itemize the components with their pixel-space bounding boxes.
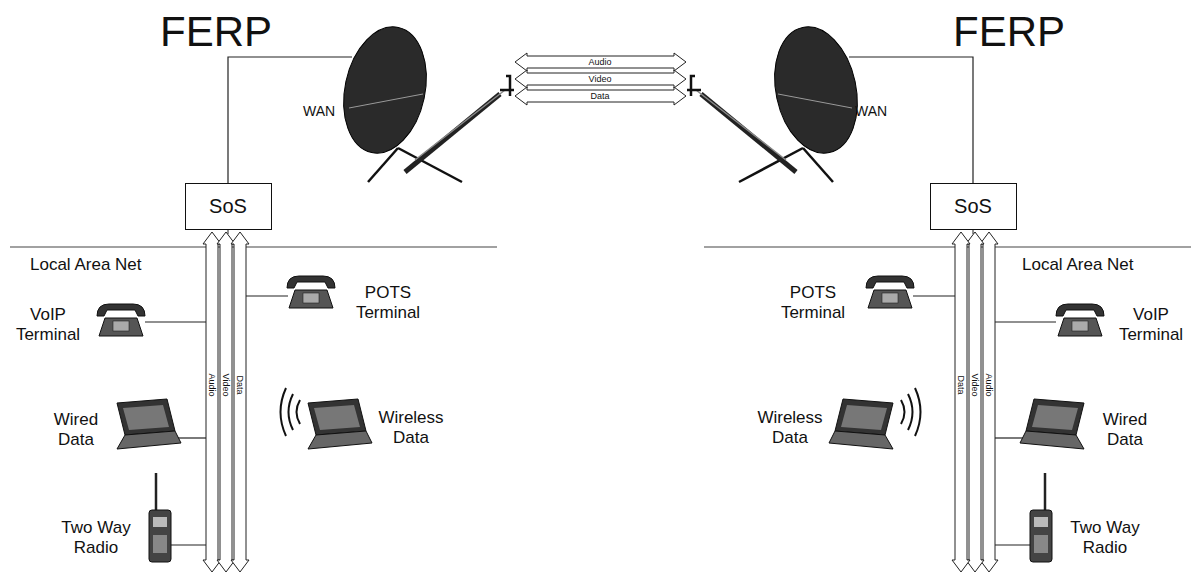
wired-laptop bbox=[117, 399, 181, 449]
bus-signal: Video bbox=[220, 355, 232, 415]
bus-signal: Audio bbox=[206, 355, 218, 415]
device-label: POTS Terminal bbox=[343, 283, 433, 322]
site-title: FERP bbox=[953, 8, 1073, 56]
lan-bus-arrows bbox=[203, 232, 249, 572]
bus-signal: Data bbox=[955, 355, 967, 415]
wan-line bbox=[228, 57, 352, 183]
device-label: Wireless Data bbox=[366, 408, 456, 447]
ferp-site-mirror bbox=[687, 19, 1191, 572]
sos-box: SoS bbox=[185, 183, 272, 230]
device-label: VoIP Terminal bbox=[2, 305, 94, 344]
device-label: Two Way Radio bbox=[44, 518, 148, 557]
satellite-dish bbox=[333, 19, 514, 182]
device-label: Two Way Radio bbox=[1053, 518, 1157, 557]
bus-signal: Audio bbox=[983, 355, 995, 415]
pots-phone bbox=[287, 276, 335, 308]
lan-line bbox=[10, 246, 497, 247]
sos-box: SoS bbox=[930, 183, 1017, 230]
bus-signal: Data bbox=[234, 355, 246, 415]
link-signal: Data bbox=[570, 90, 630, 102]
device-label: Wireless Data bbox=[745, 408, 835, 447]
device-label: Wired Data bbox=[43, 410, 109, 449]
link-signal: Video bbox=[570, 73, 630, 85]
lan-label: Local Area Net bbox=[30, 255, 190, 275]
bus-signal: Video bbox=[969, 355, 981, 415]
wan-label: WAN bbox=[855, 103, 905, 119]
voip-phone bbox=[97, 304, 145, 336]
device-label: POTS Terminal bbox=[768, 283, 858, 322]
wireless-laptop bbox=[308, 399, 372, 449]
link-signal: Audio bbox=[570, 56, 630, 68]
box-text: SoS bbox=[209, 195, 247, 218]
lan-label: Local Area Net bbox=[1022, 255, 1182, 275]
box-text: SoS bbox=[954, 195, 992, 218]
satellite-link-arrows bbox=[515, 53, 686, 105]
radio-waves bbox=[281, 388, 301, 436]
site-title: FERP bbox=[160, 8, 280, 56]
wan-label: WAN bbox=[303, 103, 353, 119]
device-label: Wired Data bbox=[1092, 410, 1158, 449]
ferp-site bbox=[10, 19, 514, 572]
device-label: VoIP Terminal bbox=[1106, 305, 1196, 344]
two-way-radio bbox=[149, 473, 171, 562]
